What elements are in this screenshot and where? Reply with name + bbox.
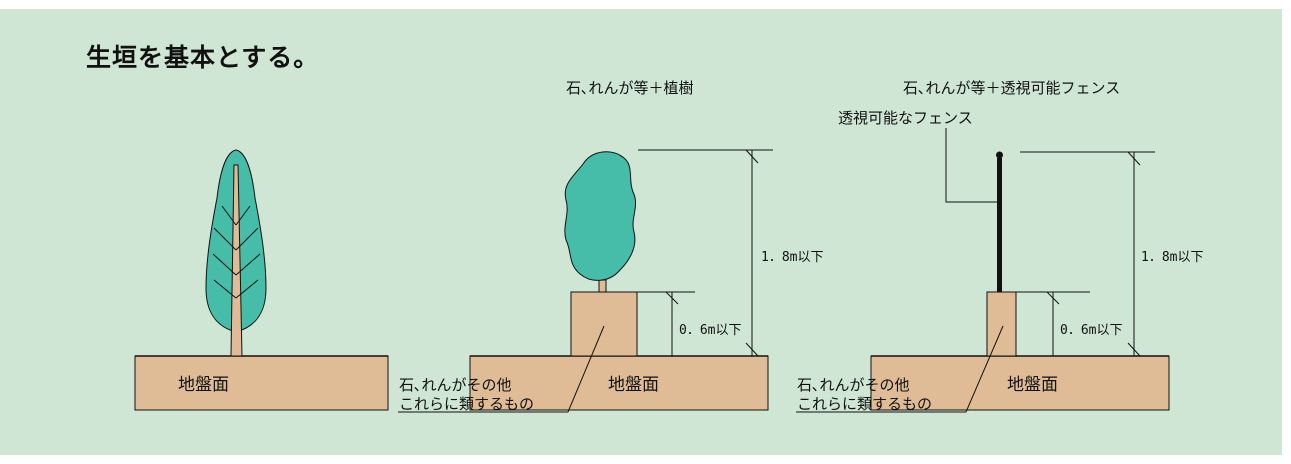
total-height-label: 1．8m以下 (761, 250, 824, 265)
figure-caption: 石､れんが等＋植樹 (566, 79, 694, 97)
stone-base (986, 291, 1017, 357)
fence-post-cap (996, 151, 1003, 159)
figure-stone-planting (398, 149, 773, 413)
base-note-line2: これらに類するもの (399, 395, 535, 413)
base-note-line1: 石､れんがその他 (399, 376, 512, 394)
tree-trunk (598, 279, 607, 293)
tree-branches (212, 205, 261, 299)
tree-trunk (230, 164, 243, 357)
fence-label: 透視可能なフェンス (838, 109, 973, 127)
figure-stone-fence (796, 128, 1170, 413)
fence-leader (945, 128, 997, 203)
tree-foliage (564, 151, 637, 281)
ground-block (134, 355, 389, 411)
dimension-base-height (637, 291, 695, 356)
base-note-line2: これらに類するもの (797, 395, 933, 413)
dimension-total-height (638, 149, 773, 357)
figure-hedge (134, 149, 389, 411)
page-heading: 生垣を基本とする。 (86, 43, 320, 72)
dimension-base-height (1016, 291, 1090, 356)
note-leader (398, 325, 605, 413)
fence-post (997, 158, 1002, 292)
note-leader (796, 325, 1004, 413)
ground-label: 地盤面 (178, 375, 229, 395)
ground-block (469, 355, 769, 411)
base-height-label: 0．6m以下 (1060, 323, 1123, 338)
ground-label: 地盤面 (1007, 375, 1058, 395)
base-note-line1: 石､れんがその他 (797, 376, 910, 394)
stone-base (570, 291, 638, 357)
figure-caption: 石､れんが等＋透視可能フェンス (903, 79, 1121, 97)
ground-block (870, 355, 1170, 411)
total-height-label: 1．8m以下 (1141, 250, 1204, 265)
dimension-total-height (1020, 151, 1155, 357)
base-height-label: 0．6m以下 (679, 323, 742, 338)
ground-label: 地盤面 (608, 375, 659, 395)
